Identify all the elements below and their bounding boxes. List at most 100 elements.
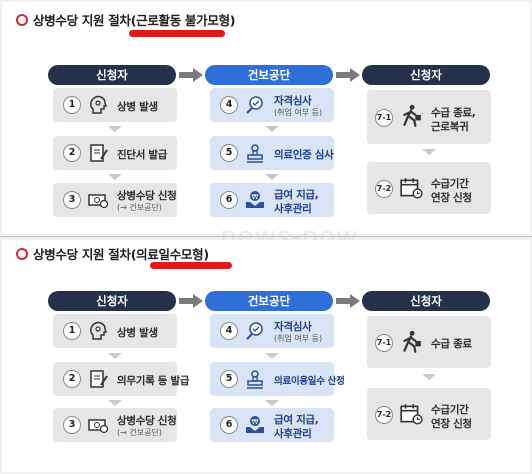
step-label: 급여 지급,: [274, 189, 319, 201]
step-5: 5 의료이용일수 산정: [210, 362, 345, 396]
arrow-right-icon: [179, 68, 203, 82]
arrow-down-icon: [265, 126, 279, 132]
calendar-icon: [400, 178, 423, 199]
step-1: 1 상병 발생: [53, 314, 177, 348]
header-applicant: 신청자: [362, 65, 490, 85]
step-sublabel: (→ 건보공단): [117, 428, 162, 437]
step-label: 상병수당 신청: [117, 415, 177, 427]
step-label: 수급 종료,: [431, 107, 476, 119]
step-label: 진단서 발급: [117, 149, 168, 161]
step-number: 7-2: [375, 406, 393, 424]
step-label-line2: 연장 신청: [431, 192, 472, 204]
arrow-down-icon: [108, 126, 122, 132]
step-label: 의무기록 등 발급: [117, 375, 190, 387]
document-icon: [90, 144, 108, 162]
step-number: 1: [63, 322, 81, 340]
header-applicant: 신청자: [48, 291, 176, 311]
step-3: 3 상병수당 신청 (→ 건보공단): [53, 408, 177, 442]
step-number: 2: [63, 144, 81, 162]
arrow-down-icon: [265, 174, 279, 180]
step-number: 7-1: [375, 334, 393, 352]
header-applicant: 신청자: [48, 65, 176, 85]
svg-text:₩: ₩: [252, 193, 259, 201]
step-label-line2: 사후관리: [274, 428, 312, 440]
step-6: 6 ₩ 급여 지급, 사후관리: [210, 408, 334, 442]
step-number: 6: [220, 416, 238, 434]
step-sublabel: (취업 여부 등): [274, 334, 323, 343]
bullet-icon: [16, 14, 28, 26]
hand-coin-icon: ₩: [246, 191, 264, 208]
arrow-down-icon: [422, 149, 436, 155]
walking-person-icon: [403, 330, 421, 353]
walking-person-icon: [403, 104, 421, 127]
step-7-1: 7-1 수급 종료: [367, 316, 491, 368]
panel-title-prefix: 상병수당 지원 절차: [33, 13, 131, 28]
step-number: 7-2: [375, 180, 393, 198]
arrow-down-icon: [265, 353, 279, 359]
step-label: 수급 종료: [431, 338, 472, 350]
step-number: 2: [63, 370, 81, 388]
header-nhis: 건보공단: [205, 291, 333, 311]
arrow-down-icon: [108, 400, 122, 406]
step-label: 의료이용일수 산정: [274, 376, 345, 387]
header-nhis: 건보공단: [205, 65, 333, 85]
step-label: 상병수당 신청: [117, 190, 177, 202]
bullet-icon: [16, 248, 28, 260]
step-number: 4: [220, 322, 238, 340]
head-icon: [90, 321, 108, 340]
procedure-panel-2: 상병수당 지원 절차(의료일수모형) 신청자 건보공단 신청자 1 상병 발생 …: [2, 240, 530, 472]
step-2: 2 진단서 발급: [53, 136, 177, 170]
magnifier-icon: [246, 96, 263, 114]
money-icon: [88, 194, 109, 209]
arrow-down-icon: [108, 174, 122, 180]
stamp-icon: [247, 144, 263, 163]
highlight-underline: [150, 262, 232, 269]
header-applicant: 신청자: [362, 291, 490, 311]
step-4: 4 자격심사 (취업 여부 등): [210, 314, 334, 348]
step-number: 3: [63, 191, 81, 209]
arrow-down-icon: [108, 353, 122, 359]
document-icon: [90, 370, 108, 388]
section-divider: [0, 236, 532, 237]
stamp-icon: [247, 370, 263, 389]
step-number: 3: [63, 416, 81, 434]
calendar-icon: [400, 404, 423, 425]
step-sublabel: (취업 여부 등): [274, 108, 323, 117]
magnifier-icon: [246, 322, 263, 340]
step-7-2: 7-2 수급기간 연장 신청: [367, 388, 491, 440]
step-number: 6: [220, 191, 238, 209]
step-number: 5: [220, 370, 238, 388]
step-label: 자격심사: [274, 321, 312, 333]
svg-text:₩: ₩: [252, 418, 259, 426]
step-label: 수급기간: [431, 404, 469, 416]
step-4: 4 자격심사 (취업 여부 등): [210, 88, 334, 122]
step-label: 의료인증 심사: [274, 149, 334, 161]
step-2: 2 의무기록 등 발급: [53, 362, 190, 396]
step-sublabel: (→ 건보공단): [117, 203, 162, 212]
step-label: 상병 발생: [117, 327, 158, 339]
money-icon: [88, 419, 109, 434]
step-label-line2: 근로복귀: [431, 121, 469, 133]
step-number: 5: [220, 144, 238, 162]
step-number: 4: [220, 96, 238, 114]
step-7-1: 7-1 수급 종료, 근로복귀: [367, 90, 491, 144]
arrow-right-icon: [179, 294, 203, 308]
step-label-line2: 연장 신청: [431, 418, 472, 430]
highlight-underline: [129, 30, 225, 37]
arrow-right-icon: [336, 294, 360, 308]
panel-title: 상병수당 지원 절차(의료일수모형): [16, 244, 209, 263]
arrow-right-icon: [336, 68, 360, 82]
step-1: 1 상병 발생: [53, 88, 177, 122]
step-label-line2: 사후관리: [274, 203, 312, 215]
arrow-down-icon: [422, 374, 436, 380]
panel-title-prefix: 상병수당 지원 절차: [33, 247, 131, 262]
step-5: 5 의료인증 심사: [210, 136, 334, 170]
step-label: 수급기간: [431, 178, 469, 190]
head-icon: [90, 95, 108, 114]
procedure-panel-1: 상병수당 지원 절차(근로활동 불가모형) 신청자 건보공단 신청자 1 상병 …: [2, 2, 530, 234]
step-number: 1: [63, 96, 81, 114]
step-label: 급여 지급,: [274, 414, 319, 426]
hand-coin-icon: ₩: [246, 416, 264, 433]
panel-title: 상병수당 지원 절차(근로활동 불가모형): [16, 10, 236, 29]
step-6: 6 ₩ 급여 지급, 사후관리: [210, 183, 334, 217]
